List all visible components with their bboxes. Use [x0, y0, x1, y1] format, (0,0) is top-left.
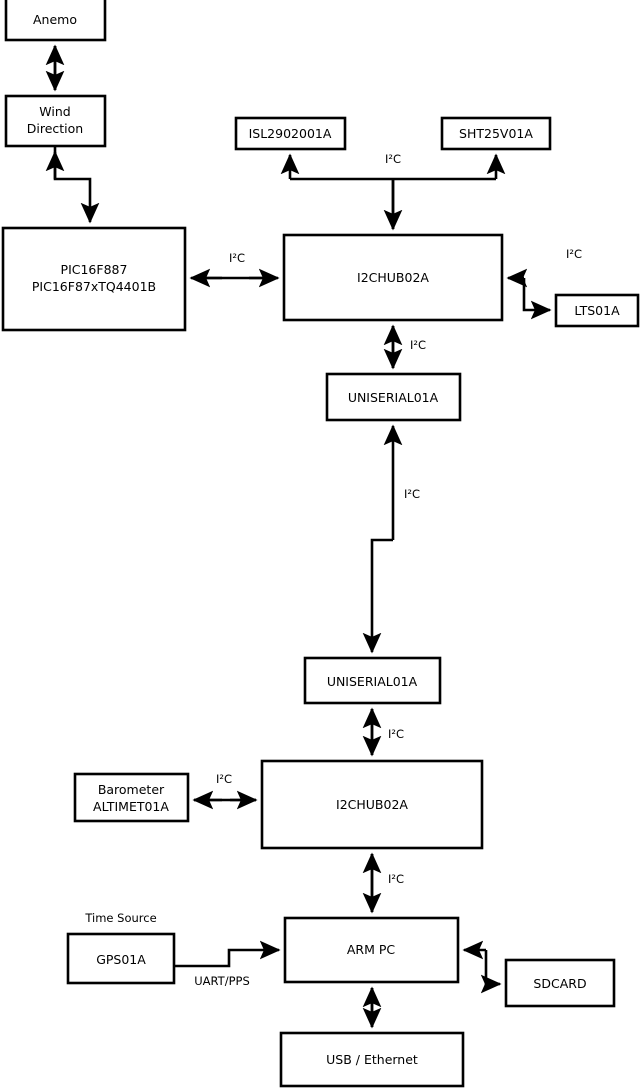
connector-gps-armpc: UART/PPS — [174, 940, 281, 988]
node-usb-ethernet[interactable]: USB / Ethernet — [279, 1031, 465, 1088]
node-sht25v01a[interactable]: SHT25V01A — [440, 116, 552, 151]
connector-uniserial-link: I²C — [362, 424, 420, 654]
node-label-barometer-line1: Barometer — [98, 782, 165, 797]
node-sdcard[interactable]: SDCARD — [504, 958, 616, 1008]
node-uniserial01a-bottom[interactable]: UNISERIAL01A — [303, 656, 442, 705]
node-label-barometer-line2: ALTIMET01A — [93, 799, 169, 814]
edge-label-barometer-hub: I²C — [216, 772, 232, 786]
node-i2chub02a-bottom[interactable]: I2CHUB02A — [260, 759, 484, 850]
node-pic-mcu[interactable]: PIC16F887 PIC16F87xTQ4401B — [1, 226, 187, 332]
connector-hub-armpc: I²C — [362, 852, 404, 914]
node-label-pic-line1: PIC16F887 — [61, 262, 128, 277]
connector-uniserial-hub-bot: I²C — [362, 707, 404, 757]
edge-label-pic-hub: I²C — [229, 251, 245, 265]
connector-hub-uniserial-top: I²C — [383, 324, 426, 370]
node-i2chub02a-top[interactable]: I2CHUB02A — [282, 233, 504, 322]
connector-armpc-sdcard — [462, 940, 502, 994]
node-label-uniserial-top: UNISERIAL01A — [348, 390, 439, 405]
node-arm-pc[interactable]: ARM PC — [283, 916, 460, 984]
edge-label-uniserial-link: I²C — [404, 487, 420, 501]
node-gps01a[interactable]: GPS01A — [66, 932, 176, 985]
node-label-sdcard: SDCARD — [533, 976, 586, 991]
node-label-wind-line2: Direction — [27, 121, 83, 136]
node-label-sht: SHT25V01A — [459, 126, 533, 141]
connector-wind-pic — [45, 146, 100, 224]
node-wind-direction[interactable]: Wind Direction — [4, 94, 107, 148]
node-label-anemo: Anemo — [33, 12, 77, 27]
node-label-pic-line2: PIC16F87xTQ4401B — [32, 279, 156, 294]
node-barometer-altimet01a[interactable]: Barometer ALTIMET01A — [73, 772, 190, 823]
connector-pic-hub-top: I²C — [189, 251, 280, 288]
node-isl2902001a[interactable]: ISL2902001A — [234, 116, 347, 151]
connector-barometer-hub: I²C — [192, 772, 258, 810]
node-label-lts: LTS01A — [574, 303, 620, 318]
edge-label-gps-armpc: UART/PPS — [194, 974, 250, 988]
connector-hub-lts: I²C — [506, 247, 582, 320]
node-label-usb-ethernet: USB / Ethernet — [326, 1052, 418, 1067]
node-label-gps: GPS01A — [96, 952, 146, 967]
edge-label-uniserial-hub-bot: I²C — [388, 727, 404, 741]
node-anemo[interactable]: Anemo — [4, 0, 107, 42]
edge-label-hub-uniserial: I²C — [410, 338, 426, 352]
node-label-isl: ISL2902001A — [249, 126, 332, 141]
edge-label-hub-armpc: I²C — [388, 872, 404, 886]
edge-label-hub-lts: I²C — [566, 247, 582, 261]
node-label-hub-top: I2CHUB02A — [357, 270, 429, 285]
connector-hub-isl-sht: I²C — [280, 152, 506, 231]
node-label-wind-line1: Wind — [39, 104, 70, 119]
node-uniserial01a-top[interactable]: UNISERIAL01A — [325, 372, 462, 422]
node-lts01a[interactable]: LTS01A — [554, 293, 640, 328]
node-label-uniserial-bottom: UNISERIAL01A — [327, 674, 418, 689]
edge-label-isl-sht-bus: I²C — [385, 152, 401, 166]
node-label-hub-bottom: I2CHUB02A — [336, 797, 408, 812]
node-label-armpc: ARM PC — [347, 942, 396, 957]
annotation-time-source: Time Source — [84, 911, 156, 925]
